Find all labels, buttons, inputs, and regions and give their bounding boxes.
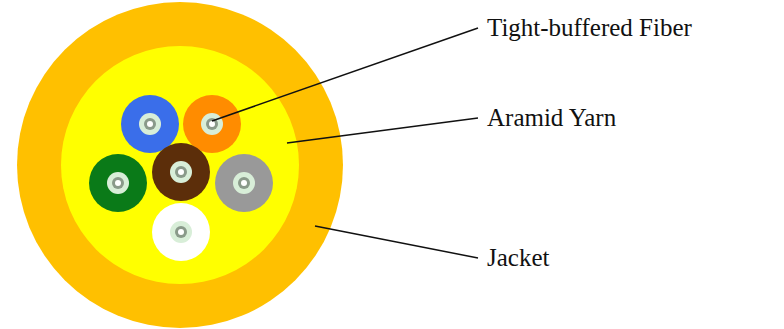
jacket: [17, 2, 343, 328]
fiber-core: [115, 180, 121, 186]
fiber-cladding: [170, 221, 192, 243]
leader-line: [212, 28, 478, 121]
part-label: Tight-buffered Fiber: [487, 14, 692, 42]
tight-buffer: [183, 95, 241, 153]
fiber-coating: [175, 166, 187, 178]
fiber-cladding: [139, 113, 161, 135]
tight-buffer: [89, 154, 147, 212]
tight-buffer: [215, 154, 273, 212]
fiber-core: [147, 121, 153, 127]
fiber-cladding: [233, 172, 255, 194]
fiber-core: [241, 180, 247, 186]
leader-line: [315, 226, 478, 258]
fiber-core: [178, 229, 184, 235]
fiber-core: [209, 121, 215, 127]
tight-buffer: [152, 203, 210, 261]
tight-buffer: [121, 95, 179, 153]
aramid-yarn: [61, 46, 299, 284]
part-label: Jacket: [487, 244, 549, 272]
fiber-core: [178, 169, 184, 175]
fiber-coating: [238, 177, 250, 189]
fiber-coating: [175, 226, 187, 238]
fiber-cladding: [107, 172, 129, 194]
fiber-cladding: [201, 113, 223, 135]
fiber-group: [89, 95, 273, 261]
leader-line: [287, 118, 478, 143]
fiber-coating: [144, 118, 156, 130]
fiber-coating: [112, 177, 124, 189]
part-label: Aramid Yarn: [487, 104, 616, 132]
fiber-cladding: [170, 161, 192, 183]
tight-buffer: [152, 143, 210, 201]
